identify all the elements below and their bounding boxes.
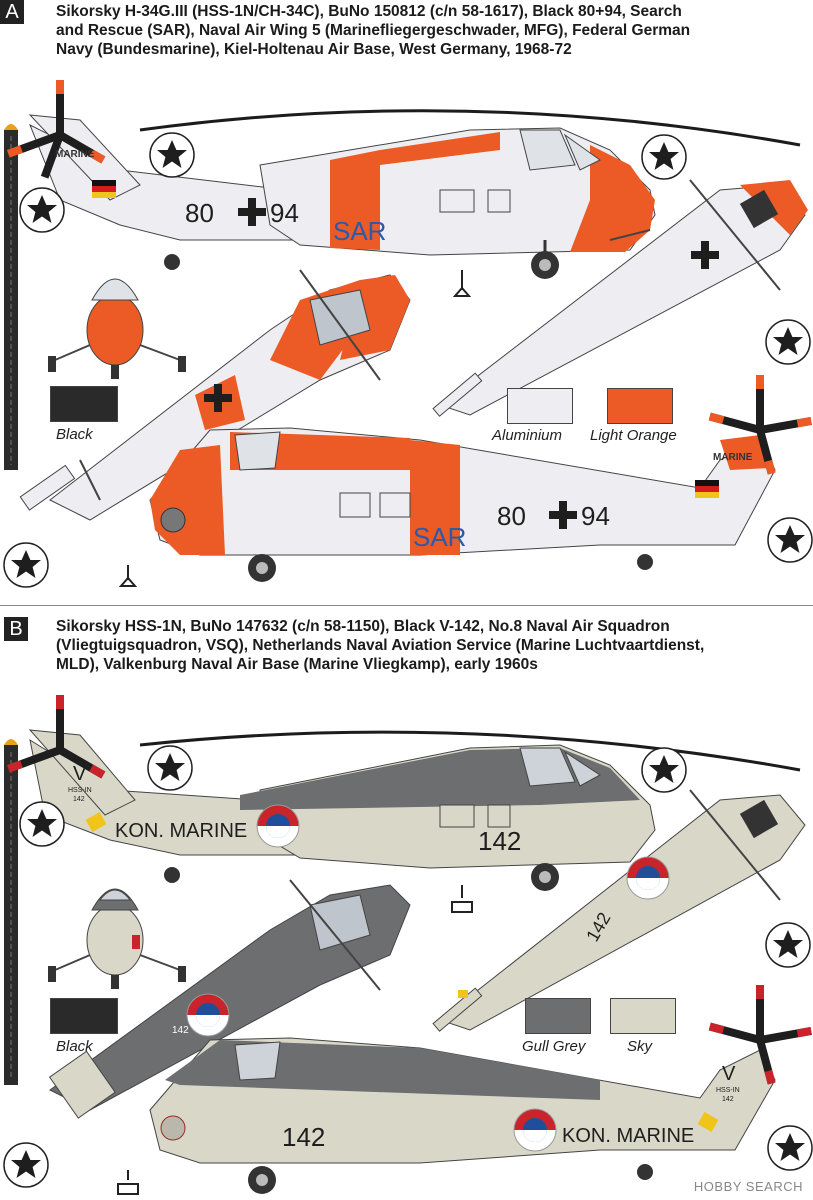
a-side-view-left [6, 80, 801, 297]
b-tail-type-2: HSS-IN [716, 1087, 740, 1094]
b-tail-serial-2: 142 [722, 1096, 734, 1103]
b-code-plan-left: 142 [172, 1025, 189, 1036]
a-code-right: 94 [270, 198, 299, 228]
section-a-title: Sikorsky H-34G.III (HSS-1N/CH-34C), BuNo… [56, 2, 801, 59]
b-star-roundel-5 [767, 1125, 813, 1171]
b-tail-letter: V [73, 763, 87, 785]
a-sar-label-bottom: SAR [413, 522, 466, 552]
b-kon-marine-label: KON. MARINE [115, 820, 247, 842]
a-plan-view-left [19, 269, 411, 521]
a-star-roundel-3 [641, 134, 687, 180]
b-plan-view-left [48, 879, 411, 1119]
b-side-view-left [6, 695, 801, 913]
a-code-right-2: 94 [581, 501, 610, 531]
a-code-left: 80 [185, 198, 214, 228]
b-dutch-roundel-1 [256, 804, 300, 848]
a-sar-label-top: SAR [333, 216, 386, 246]
b-plan-view-right [432, 789, 806, 1032]
a-code-left-2: 80 [497, 501, 526, 531]
a-swatch-aluminium-label: Aluminium [492, 427, 563, 444]
section-b-title-line-3: MLD), Valkenburg Naval Air Base (Marine … [56, 656, 538, 673]
b-star-roundel-1 [147, 745, 193, 791]
b-tail-letter-2: V [722, 1063, 736, 1085]
a-swatch-aluminium [507, 388, 573, 424]
a-star-roundel-5 [767, 517, 813, 563]
section-b-title-line-1: Sikorsky HSS-1N, BuNo 147632 (c/n 58-115… [56, 618, 670, 635]
section-b-title: Sikorsky HSS-1N, BuNo 147632 (c/n 58-115… [56, 617, 801, 674]
b-front-view [48, 888, 186, 989]
section-a-title-line-3: Navy (Bundesmarine), Kiel-Holtenau Air B… [56, 41, 572, 58]
a-side-view-right [118, 375, 812, 587]
rotor-blade-strip-a [4, 124, 18, 470]
b-kon-marine-label-2: KON. MARINE [562, 1125, 694, 1147]
b-star-roundel-3 [641, 747, 687, 793]
a-tail-marine-label-2: MARINE [713, 452, 753, 463]
b-swatch-gull-grey-label: Gull Grey [522, 1038, 586, 1055]
b-code-side-1: 142 [478, 826, 521, 856]
section-b-title-line-2: (Vliegtuigsquadron, VSQ), Netherlands Na… [56, 637, 705, 654]
section-a-badge: A [0, 0, 24, 24]
a-swatch-black-label: Black [56, 426, 93, 443]
b-star-roundel-6 [3, 1142, 49, 1188]
b-swatch-gull-grey [525, 998, 591, 1034]
b-side-view-right [117, 985, 812, 1195]
section-a-title-line-2: and Rescue (SAR), Naval Air Wing 5 (Mari… [56, 22, 691, 39]
a-star-roundel-1 [149, 132, 195, 178]
b-swatch-sky [610, 998, 676, 1034]
section-a-title-line-1: Sikorsky H-34G.III (HSS-1N/CH-34C), BuNo… [56, 3, 682, 20]
b-swatch-black [50, 998, 118, 1034]
a-tail-marine-label: MARINE [55, 149, 95, 160]
section-divider [0, 605, 813, 606]
b-swatch-sky-label: Sky [627, 1038, 653, 1055]
a-swatch-black [50, 386, 118, 422]
b-tail-serial: 142 [73, 796, 85, 803]
a-plan-view-right [432, 179, 808, 417]
a-star-roundel-2 [19, 187, 65, 233]
b-star-roundel-2 [19, 801, 65, 847]
a-swatch-light-orange [607, 388, 673, 424]
a-swatch-light-orange-label: Light Orange [590, 427, 677, 444]
b-code-side-2: 142 [282, 1122, 325, 1152]
watermark-text: HOBBY SEARCH [693, 1179, 803, 1194]
b-tail-type: HSS-IN [68, 787, 92, 794]
a-star-roundel-4 [765, 319, 811, 365]
rotor-blade-strip-b [4, 739, 18, 1085]
a-star-roundel-6 [3, 542, 49, 588]
b-star-roundel-4 [765, 922, 811, 968]
a-front-view [48, 278, 186, 379]
section-b-badge: B [4, 617, 28, 641]
b-dutch-roundel-2 [513, 1108, 557, 1152]
b-swatch-black-label: Black [56, 1038, 93, 1055]
